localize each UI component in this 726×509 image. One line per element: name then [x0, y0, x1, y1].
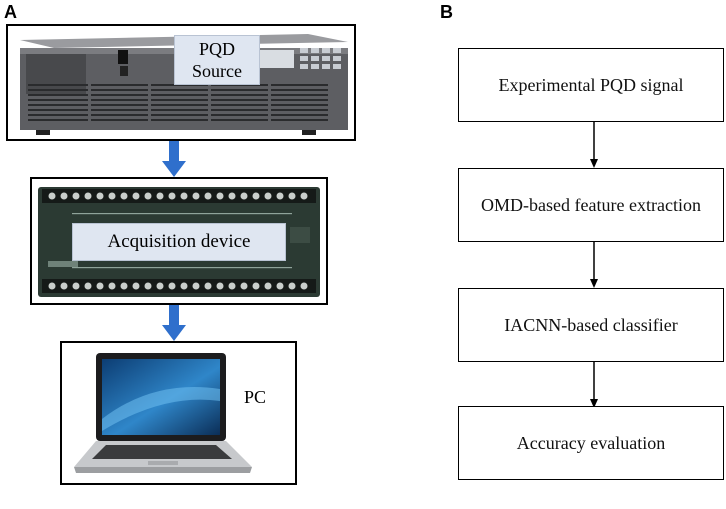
acquisition-device-box: Acquisition device: [30, 177, 328, 305]
acquisition-device-label: Acquisition device: [72, 223, 286, 261]
flow-arrow-1: [590, 122, 598, 168]
flow-arrow-2: [590, 242, 598, 288]
pc-box: PC: [60, 341, 297, 485]
panel-label-a: A: [4, 2, 17, 22]
flow-step-3: IACNN-based classifier: [458, 288, 724, 362]
pqd-source-label: PQD Source: [174, 35, 260, 85]
pqd-source-label-line1: PQD: [198, 39, 235, 59]
panel-label-b: B: [440, 2, 453, 22]
flow-step-4: Accuracy evaluation: [458, 406, 724, 480]
pc-label: PC: [244, 387, 267, 407]
arrow-source-to-acquisition: [162, 141, 186, 177]
acquisition-device-illustration: [38, 187, 320, 297]
arrow-acquisition-to-pc: [162, 305, 186, 341]
pqd-source-label-line2: Source: [192, 61, 242, 81]
flow-arrow-3: [590, 362, 598, 408]
laptop-icon: [74, 353, 252, 473]
pqd-source-box: PQD Source: [6, 24, 356, 141]
flow-step-2: OMD-based feature extraction: [458, 168, 724, 242]
flow-step-1: Experimental PQD signal: [458, 48, 724, 122]
